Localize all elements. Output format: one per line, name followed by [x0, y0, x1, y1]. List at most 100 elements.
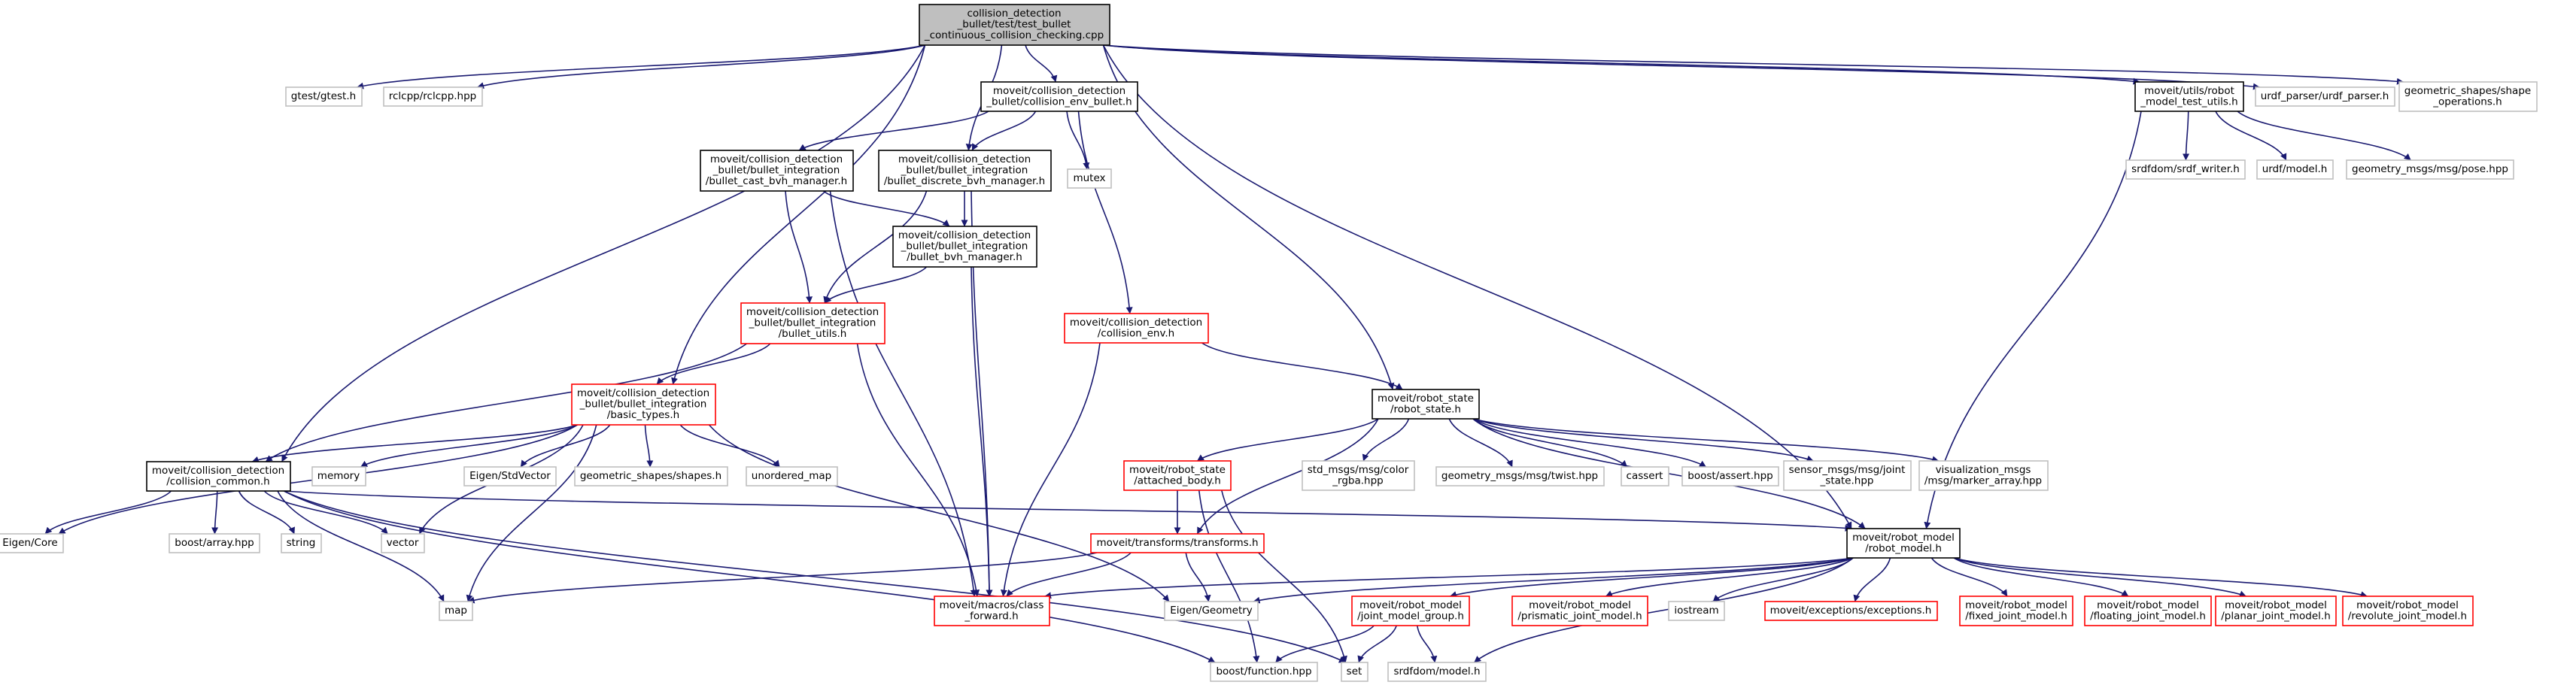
edge-n34-to-n42	[1953, 557, 2368, 599]
edge-n0-to-n2	[477, 44, 925, 89]
node-collision-detection-bullet-test-test-bullet-continuous-collision-checking-cpp[interactable]: collision_detection_bullet/test/test_bul…	[919, 4, 1110, 46]
node-label-line: _bullet/bullet_integration	[901, 241, 1028, 253]
edge-n34-to-n38	[1853, 557, 1891, 602]
edge-n44-to-n47	[2183, 111, 2190, 161]
edge-n11-to-n22	[284, 490, 1216, 663]
edge-arrow	[1472, 418, 1940, 463]
node-moveit-robot-model-fixed-joint-model-h[interactable]: moveit/robot_model/fixed_joint_model.h	[1959, 596, 2073, 626]
edge-arrow	[1474, 557, 1854, 663]
edge-n3-to-n9	[1077, 111, 1133, 314]
node-label-line: set	[1347, 665, 1362, 677]
node-box	[383, 86, 483, 107]
edge-n4-to-n7	[822, 190, 950, 227]
node-label-line: moveit/robot_model	[1965, 599, 2067, 611]
edge-arrow	[1103, 44, 2260, 90]
node-sensor-msgs-msg-joint-state-hpp: sensor_msgs/msg/joint_state.hpp	[1783, 460, 1912, 491]
node-label-line: /bullet_discrete_bvh_manager.h	[884, 175, 1045, 187]
node-label-line: iostream	[1674, 605, 1718, 617]
node-box	[934, 596, 1050, 626]
edge-arrow	[1102, 44, 1852, 529]
edge-arrow	[1103, 44, 2140, 85]
edge-n32-to-n20	[467, 552, 1098, 604]
node-box	[919, 4, 1110, 46]
node-moveit-robot-model-planar-joint-model-h[interactable]: moveit/robot_model/planar_joint_model.h	[2215, 596, 2337, 626]
node-moveit-macros-class-forward-h[interactable]: moveit/macros/class_forward.h	[934, 596, 1050, 626]
edge-n24-to-n32	[1196, 418, 1379, 535]
node-label-line: moveit/collision_detection	[898, 153, 1031, 165]
node-box	[1918, 460, 2049, 491]
node-box	[381, 533, 425, 553]
edge-n3-to-n5	[971, 111, 1037, 151]
edge-n34-to-n36	[1605, 557, 1854, 597]
node-map: map	[439, 601, 473, 621]
node-label-line: /collision_common.h	[166, 476, 269, 488]
node-mutex: mutex	[1067, 168, 1112, 189]
node-moveit-robot-model-joint-model-group-h[interactable]: moveit/robot_model/joint_model_group.h	[1351, 596, 1470, 626]
edge-n7-to-n8	[824, 266, 928, 304]
edge-arrow	[1953, 557, 2246, 598]
node-box	[1668, 601, 1725, 621]
node-label-line: urdf/model.h	[2262, 163, 2328, 175]
node-label-line: unordered_map	[752, 470, 831, 482]
node-moveit-robot-state-attached-body-h[interactable]: moveit/robot_state/attached_body.h	[1123, 460, 1232, 491]
node-geometric-shapes-shape-operations-h: geometric_shapes/shape_operations.h	[2398, 81, 2538, 112]
node-iostream: iostream	[1668, 601, 1725, 621]
node-moveit-collision-detection-bullet-bullet-integration-bullet-discrete-bvh-manager-h[interactable]: moveit/collision_detection_bullet/bullet…	[878, 150, 1052, 192]
node-label-line: /prismatic_joint_model.h	[1517, 611, 1642, 623]
node-label-line: std_msgs/msg/color	[1308, 464, 1409, 476]
node-moveit-collision-detection-bullet-bullet-integration-bullet-utils-h[interactable]: moveit/collision_detection_bullet/bullet…	[740, 302, 886, 344]
edge-arrow	[284, 490, 1216, 663]
edge-arrow	[2237, 111, 2411, 161]
node-moveit-collision-detection-bullet-collision-env-bullet-h[interactable]: moveit/collision_detection_bullet/collis…	[980, 81, 1138, 112]
node-moveit-exceptions-exceptions-h[interactable]: moveit/exceptions/exceptions.h	[1764, 601, 1938, 621]
node-box	[1210, 662, 1318, 682]
edge-arrow	[1025, 44, 1058, 83]
edge-n0-to-n10	[671, 44, 926, 385]
edge-arrow	[1924, 111, 2142, 529]
node-label-line: /robot_model.h	[1865, 543, 1942, 555]
node-box	[1621, 466, 1669, 486]
node-moveit-collision-detection-bullet-bullet-integration-bullet-cast-bvh-manager-h[interactable]: moveit/collision_detection_bullet/bullet…	[700, 150, 854, 192]
node-moveit-utils-robot-model-test-utils-h[interactable]: moveit/utils/robot_model_test_utils.h	[2134, 81, 2244, 112]
node-moveit-robot-state-robot-state-h[interactable]: moveit/robot_state/robot_state.h	[1372, 389, 1480, 420]
node-moveit-collision-detection-bullet-bullet-integration-bullet-bvh-manager-h[interactable]: moveit/collision_detection_bullet/bullet…	[892, 226, 1037, 268]
node-label-line: moveit/collision_detection	[898, 229, 1031, 241]
edge-n9-to-n21	[1000, 342, 1101, 597]
node-label-line: srdfdom/model.h	[1393, 665, 1480, 677]
node-boost-function-hpp: boost/function.hpp	[1210, 662, 1318, 682]
node-label-line: boost/assert.hpp	[1687, 470, 1773, 482]
edge-n34-to-n33	[1253, 557, 1854, 604]
node-moveit-collision-detection-collision-env-h[interactable]: moveit/collision_detection/collision_env…	[1064, 313, 1209, 344]
node-moveit-robot-model-prismatic-joint-model-h[interactable]: moveit/robot_model/prismatic_joint_model…	[1511, 596, 1648, 626]
edge-arrow	[1006, 552, 1132, 597]
node-box	[878, 150, 1052, 192]
node-label-line: _bullet/bullet_integration	[712, 165, 840, 177]
edge-n11-to-n16	[44, 490, 172, 535]
node-moveit-robot-model-revolute-joint-model-h[interactable]: moveit/robot_model/revolute_joint_model.…	[2342, 596, 2474, 626]
node-box	[1511, 596, 1648, 626]
node-label-line: moveit/collision_detection	[746, 306, 879, 318]
node-moveit-transforms-transforms-h[interactable]: moveit/transforms/transforms.h	[1090, 533, 1265, 553]
node-label-line: /basic_types.h	[607, 409, 679, 421]
node-unordered-map: unordered_map	[746, 466, 838, 486]
edge-n4-to-n8	[785, 190, 813, 304]
node-moveit-collision-detection-bullet-bullet-integration-basic-types-h[interactable]: moveit/collision_detection_bullet/bullet…	[571, 383, 716, 426]
edge-arrow	[1198, 489, 1260, 663]
edge-arrow	[1066, 111, 1090, 170]
edge-n34-to-n40	[1953, 557, 2129, 597]
node-label-line: _state.hpp	[1820, 475, 1874, 487]
node-label-line: moveit/transforms/transforms.h	[1096, 537, 1258, 549]
edge-n24-to-n30	[1472, 418, 1814, 462]
edge-arrow	[785, 190, 813, 304]
node-box	[2215, 596, 2337, 626]
edge-arrow	[277, 490, 445, 602]
node-label-line: vector	[387, 537, 419, 549]
node-label-line: _continuous_collision_checking.cpp	[924, 29, 1104, 41]
node-moveit-collision-detection-collision-common-h[interactable]: moveit/collision_detection/collision_com…	[146, 461, 291, 492]
node-moveit-robot-model-floating-joint-model-h[interactable]: moveit/robot_model/floating_joint_model.…	[2084, 596, 2212, 626]
node-label-line: /robot_state.h	[1390, 404, 1461, 416]
node-box	[2346, 159, 2514, 180]
node-moveit-robot-model-robot-model-h[interactable]: moveit/robot_model/robot_model.h	[1846, 528, 1961, 559]
node-label-line: _bullet/bullet_integration	[901, 165, 1028, 177]
edge-n11-to-n19	[263, 490, 388, 535]
